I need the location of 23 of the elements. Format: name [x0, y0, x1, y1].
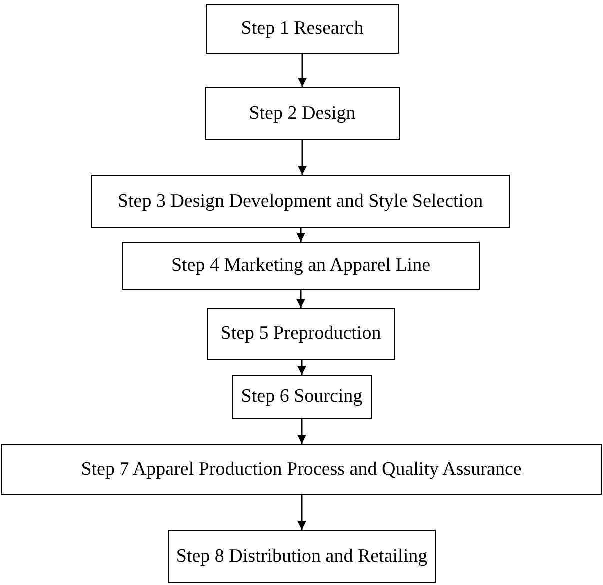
step-label: Step 7 Apparel Production Process and Quality Assurance: [81, 458, 522, 480]
step-label: Step 6 Sourcing: [241, 386, 363, 408]
arrow: [298, 360, 306, 375]
step-label: Step 3 Design Development and Style Selection: [118, 190, 484, 212]
arrow: [298, 419, 306, 444]
process-box: [206, 4, 399, 54]
step-label: Step 5 Preproduction: [220, 323, 382, 345]
arrow: [298, 54, 307, 87]
arrow: [298, 495, 306, 530]
process-box: [205, 87, 400, 140]
step-label: Step 8 Distribution and Retailing: [176, 546, 428, 568]
process-box: [91, 175, 510, 228]
process-box: [207, 308, 395, 360]
step-label: Step 4 Marketing an Apparel Line: [171, 255, 431, 277]
process-box: [168, 530, 436, 583]
arrow: [298, 140, 307, 175]
arrow: [296, 228, 306, 242]
process-box: [1, 444, 602, 495]
process-box: [232, 375, 372, 419]
arrow: [296, 290, 306, 308]
process-box: [122, 242, 480, 290]
step-label: Step 1 Research: [241, 18, 364, 40]
step-label: Step 2 Design: [249, 102, 356, 124]
